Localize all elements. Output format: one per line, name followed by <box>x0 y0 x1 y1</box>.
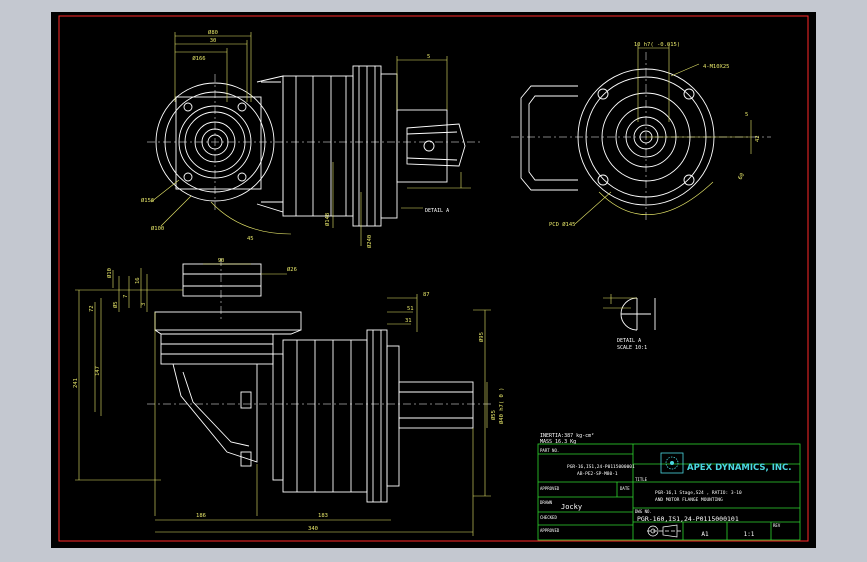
cad-drawing-area: Ø80 30 Ø166 Ø156 Ø100 45 5 Ø148 Ø240 DET… <box>51 12 816 548</box>
dim-text-183: 183 <box>318 513 328 519</box>
dim-text-240: Ø240 <box>366 235 373 248</box>
approved-label: APPROVED <box>540 486 560 491</box>
dim-text-7: 7 <box>123 295 129 298</box>
title-block-logo: APEX DYNAMICS, INC. <box>660 452 791 474</box>
part-no-line1: PGR-16,IS1,24-P0115000001 <box>567 464 635 470</box>
front-view-dimensions <box>75 263 612 536</box>
title-block-text: INERTIA:387 kg-cm² MASS 16.3 Kg PART NO.… <box>540 433 781 538</box>
detail-a: DETAIL A SCALE 10:1 <box>603 297 656 351</box>
title-block <box>537 443 801 541</box>
dim-text-90: 90 <box>218 258 225 264</box>
dwg-no: PGR-160,IS1,24-P0115000101 <box>637 515 739 523</box>
dim-text-3: 3 <box>141 303 147 306</box>
dim-text-100: Ø100 <box>151 225 164 232</box>
top-right-dimensions <box>574 44 752 225</box>
title-line2: AND MOTOR FLANGE MOUNTING <box>655 497 723 503</box>
detail-label: DETAIL A <box>617 338 641 344</box>
top-left-dim-text: Ø80 30 Ø166 Ø156 Ø100 45 5 Ø148 Ø240 DET… <box>141 29 449 248</box>
dim-text-16: 16 <box>135 277 141 284</box>
drawn-label: DRAWN <box>540 500 553 505</box>
top-left-centerlines <box>147 74 481 212</box>
dim-text-156: Ø156 <box>141 197 154 204</box>
part-no-label: PART NO. <box>540 448 559 453</box>
dim-text-95: Ø95 <box>478 332 485 342</box>
date-label: DATE <box>620 486 630 491</box>
rev-label: REV <box>773 523 781 528</box>
dim-text-72: 72 <box>89 305 95 312</box>
dim-text-5c: Ø5 <box>112 301 119 308</box>
dim-text-148: Ø148 <box>324 213 331 226</box>
detail-callout: DETAIL A <box>425 208 449 214</box>
dim-text-241: 241 <box>73 378 79 388</box>
dim-text-10: Ø10 <box>106 268 113 278</box>
inertia-text: INERTIA:387 kg-cm² <box>540 433 594 439</box>
part-no-line2: AB-PE2-SP-M80-1 <box>577 471 618 477</box>
title-line1: PGR-16,1 Stage,S24 , RATIO: 3-10 <box>655 490 742 496</box>
dwg-no-label: DWG NO. <box>635 509 652 514</box>
company-name: APEX DYNAMICS, INC. <box>687 463 791 473</box>
shaft-label: Ø40 h7( 0 ) <box>498 388 505 424</box>
tol-label: 10 h7( -0.015) <box>634 42 680 48</box>
dim-text-60: 60 <box>738 172 747 181</box>
front-view-centerlines <box>147 258 491 405</box>
dim-text-31: 31 <box>405 318 412 324</box>
approved-bottom-label: APPROVED <box>540 528 560 533</box>
dim-text-87: 87 <box>423 292 430 298</box>
dim-text-45: 45 <box>247 236 254 242</box>
scale-value: 1:1 <box>744 531 755 538</box>
dim-text-26: Ø26 <box>287 266 297 273</box>
checked-label: CHECKED <box>540 515 557 520</box>
dim-text-166: Ø166 <box>192 55 205 62</box>
dim-text-42: 42 <box>755 135 761 142</box>
size-value: A1 <box>701 531 709 538</box>
cad-drawing: Ø80 30 Ø166 Ø156 Ø100 45 5 Ø148 Ø240 DET… <box>58 15 809 542</box>
drawing-border <box>58 15 809 542</box>
top-left-view <box>155 65 466 227</box>
detail-scale: SCALE 10:1 <box>617 345 647 351</box>
front-view-dim-text: 90 Ø26 Ø10 Ø5 7 16 3 72 147 241 87 51 31… <box>73 258 505 532</box>
dim-text-55: Ø55 <box>490 410 497 420</box>
dim-text-147: 147 <box>95 366 101 376</box>
dim-text-80: Ø80 <box>208 29 218 36</box>
front-view <box>154 263 474 503</box>
dim-text-340: 340 <box>308 526 318 532</box>
top-right-dim-text: 10 h7( -0.015) 4-M10X25 PCD Ø145 5 42 60 <box>549 42 761 228</box>
bolt-label: 4-M10X25 <box>703 64 730 70</box>
dim-text-5b: 5 <box>745 112 748 118</box>
pcd-label: PCD Ø145 <box>549 221 576 228</box>
dim-text-186: 186 <box>196 513 206 519</box>
dim-text-30: 30 <box>210 38 217 44</box>
mass-text: MASS 16.3 Kg <box>540 439 576 445</box>
dim-text-5: 5 <box>427 54 430 60</box>
title-label: TITLE <box>635 477 648 482</box>
top-left-dimensions <box>150 32 471 246</box>
projection-symbol <box>647 524 681 538</box>
dim-text-51: 51 <box>407 306 414 312</box>
drawn-by: Jocky <box>561 503 582 511</box>
